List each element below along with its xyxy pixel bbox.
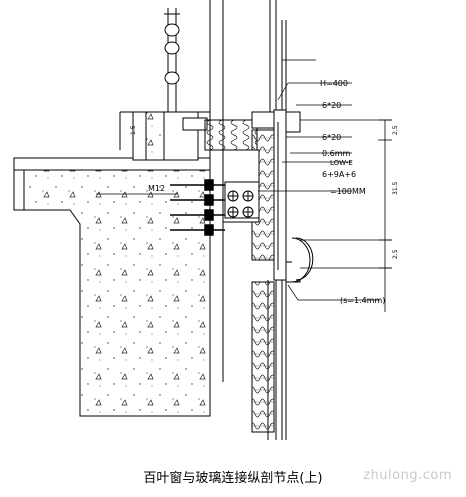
leader-lines: [96, 59, 380, 301]
label-top: H=400: [320, 79, 348, 88]
dimension-lines: [300, 119, 392, 312]
label-steel-b: 6*20: [322, 133, 341, 142]
concrete-slab: [13, 157, 211, 417]
anchor-bolts: [170, 179, 225, 236]
dim-4: 1.5: [130, 125, 137, 135]
parapet: [119, 111, 210, 161]
dim-1: 2.5: [392, 125, 399, 135]
label-foil: (s=1.4mm): [340, 296, 385, 305]
dim-3: 2.5: [392, 249, 399, 259]
label-insulation: =100MM: [330, 187, 366, 196]
steel-bracket: [222, 149, 260, 223]
railing: [164, 8, 180, 112]
label-bolt: M12: [148, 184, 165, 193]
label-sheet: 0.6mm: [322, 149, 351, 158]
diagram-title: 百叶窗与玻璃连接纵剖节点(上): [143, 471, 323, 486]
label-glass-spec: 6+9A+6: [322, 170, 356, 179]
label-steel-a: 6*20: [322, 101, 341, 110]
label-glass-type: LOW-E: [330, 159, 353, 167]
watermark: zhulong.com: [363, 468, 452, 483]
glass-unit: [273, 109, 314, 283]
annotations: H=400 6*20 6*20 0.6mm LOW-E 6+9A+6 =100M…: [130, 79, 399, 305]
dim-2: 31.5: [392, 181, 399, 195]
